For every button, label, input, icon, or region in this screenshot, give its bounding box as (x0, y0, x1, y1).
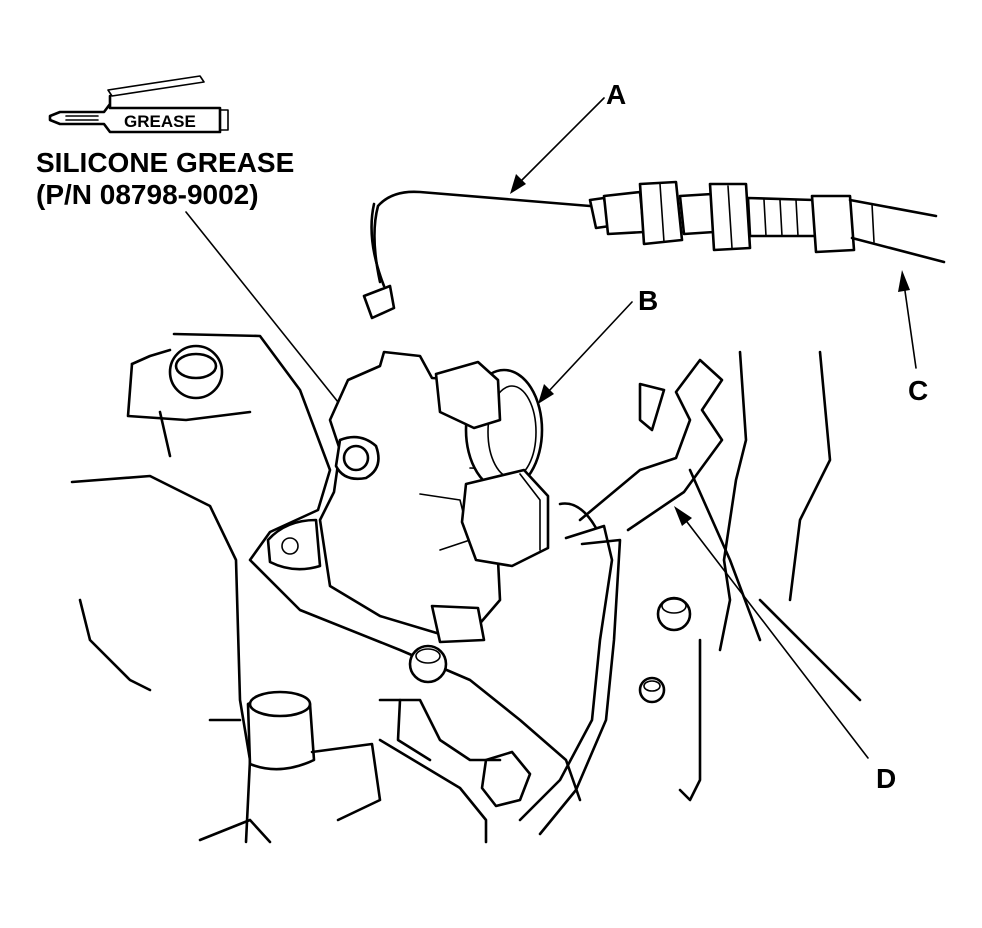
mounting-bracket (126, 332, 582, 802)
grease-gun-icon: GREASE (48, 75, 229, 134)
lower-housing (70, 474, 502, 844)
callout-b: B (638, 285, 658, 316)
callout-d: D (876, 763, 896, 794)
callout-a: A (606, 79, 626, 110)
callout-d-leader (674, 506, 869, 759)
switch-connector (460, 468, 622, 836)
shift-cable (362, 180, 946, 320)
transmission-housing (638, 350, 862, 802)
detent-linkage (578, 358, 762, 642)
grease-part-number-label: (P/N 08798-9002) (36, 179, 259, 210)
callout-c-leader (898, 270, 917, 369)
callout-b-leader (538, 301, 633, 404)
callout-c: C (908, 375, 928, 406)
callout-a-leader (510, 97, 605, 194)
position-switch-body (318, 350, 544, 644)
grease-badge-label: GREASE (124, 112, 196, 131)
grease-name-label: SILICONE GREASE (36, 147, 294, 178)
